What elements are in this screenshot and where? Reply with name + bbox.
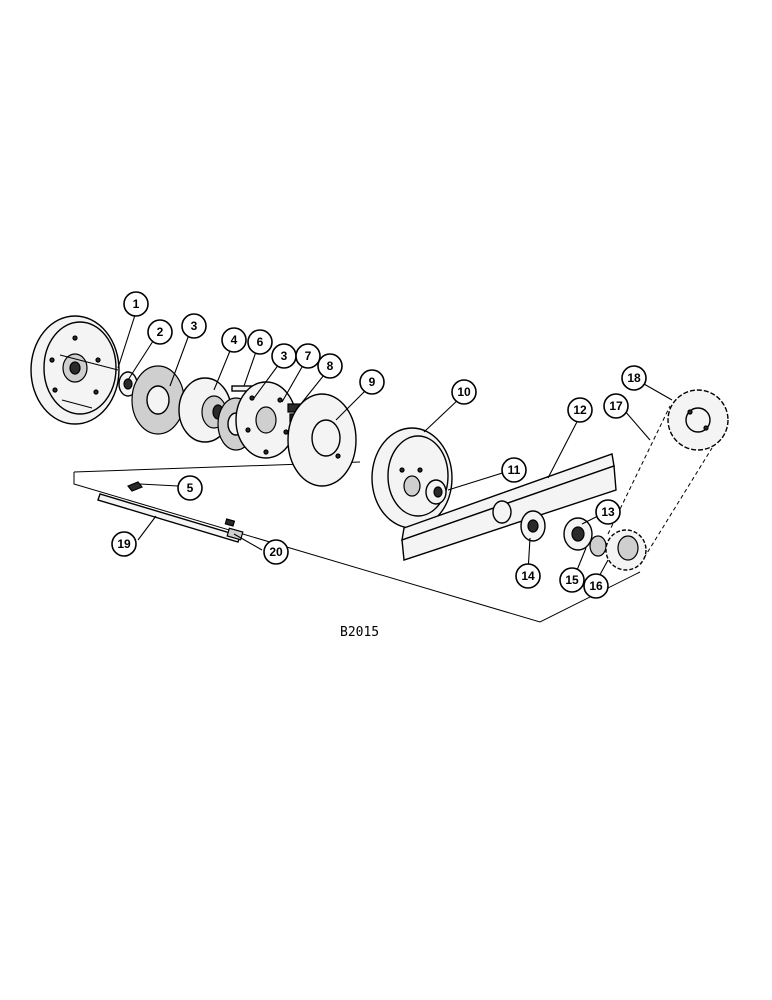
svg-text:2: 2	[157, 325, 164, 339]
callout-1: 1	[123, 291, 149, 317]
drawing-code: B2015	[340, 625, 379, 640]
svg-text:6: 6	[257, 335, 264, 349]
callout-18: 18	[621, 365, 647, 391]
svg-text:12: 12	[573, 403, 587, 417]
svg-text:11: 11	[508, 463, 521, 477]
callout-17: 17	[603, 393, 629, 419]
part-3-friction-disc	[131, 365, 185, 435]
callout-6: 6	[247, 329, 273, 355]
callout-14: 14	[515, 563, 541, 589]
svg-text:19: 19	[117, 537, 131, 551]
svg-text:5: 5	[187, 481, 194, 495]
part-5-key	[127, 481, 143, 492]
part-15-collar	[589, 535, 607, 557]
callout-19: 19	[111, 531, 137, 557]
svg-text:20: 20	[269, 545, 283, 559]
svg-text:4: 4	[231, 333, 238, 347]
svg-text:17: 17	[609, 399, 623, 413]
part-10-drive-wheel	[371, 427, 453, 529]
svg-text:13: 13	[601, 505, 615, 519]
part-11-flange-hub	[425, 479, 447, 505]
callout-20: 20	[263, 539, 289, 565]
svg-text:1: 1	[133, 297, 140, 311]
callouts: 1 2 3 4 6 3 7 8 9 10 11 12 13 14 15 16 1…	[111, 291, 647, 599]
callout-7: 7	[295, 343, 321, 369]
callout-9: 9	[359, 369, 385, 395]
part-13-bearing	[563, 517, 593, 551]
callout-12: 12	[567, 397, 593, 423]
callout-4: 4	[221, 327, 247, 353]
svg-text:14: 14	[521, 569, 535, 583]
callout-3b: 3	[271, 343, 297, 369]
part-14-washer	[520, 510, 546, 542]
svg-text:16: 16	[589, 579, 603, 593]
callout-3: 3	[181, 313, 207, 339]
callout-13: 13	[595, 499, 621, 525]
svg-text:7: 7	[305, 349, 312, 363]
part-12-mounting-bar	[401, 453, 617, 561]
callout-15: 15	[559, 567, 585, 593]
callout-5: 5	[177, 475, 203, 501]
svg-text:3: 3	[191, 319, 198, 333]
part-20-set-screw	[224, 518, 236, 527]
svg-text:8: 8	[327, 359, 334, 373]
svg-text:3: 3	[281, 349, 288, 363]
callout-2: 2	[147, 319, 173, 345]
part-18-large-sprocket	[667, 389, 729, 451]
svg-text:9: 9	[369, 375, 376, 389]
callout-8: 8	[317, 353, 343, 379]
callout-11: 11	[501, 457, 527, 483]
svg-text:15: 15	[565, 573, 579, 587]
svg-text:18: 18	[627, 371, 641, 385]
svg-text:10: 10	[457, 385, 471, 399]
callout-10: 10	[451, 379, 477, 405]
part-16-small-sprocket	[605, 529, 647, 571]
part-1-drum-hub	[30, 315, 120, 425]
callout-16: 16	[583, 573, 609, 599]
